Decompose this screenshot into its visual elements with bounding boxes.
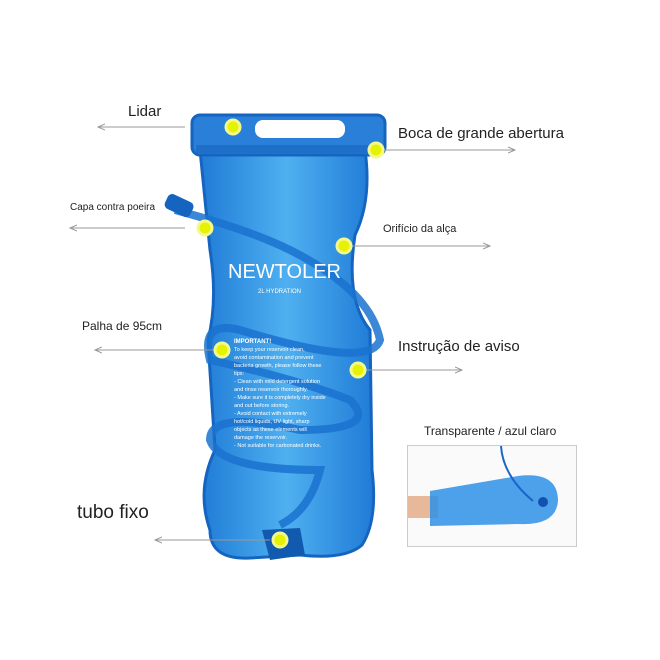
dot-tube xyxy=(271,531,289,549)
notice-line: and out before storing. xyxy=(234,403,290,409)
label-dust-cap: Capa contra poeira xyxy=(70,202,156,213)
label-handle: Lidar xyxy=(128,103,162,120)
label-warning: Instrução de aviso xyxy=(398,338,520,355)
callout-dots xyxy=(196,118,385,549)
mouth-clip xyxy=(196,145,382,153)
bite-valve xyxy=(164,194,194,218)
bag-notice-lines: To keep your reservoir clean, avoid conta… xyxy=(234,347,326,449)
notice-line: hot/cold liquids, UV light, sharp xyxy=(234,419,310,425)
notice-line: - Make sure it is completely dry inside xyxy=(234,395,326,401)
label-inset: Transparente / azul claro xyxy=(424,424,557,438)
label-straw: Palha de 95cm xyxy=(82,319,163,333)
drinking-tube xyxy=(173,206,385,529)
notice-line: objects as these elements will xyxy=(234,427,307,433)
notice-line: - Clean with mild detergent solution xyxy=(234,379,320,385)
dot-handle xyxy=(224,118,242,136)
bag-brand: NEWTOLER xyxy=(228,261,341,283)
bag-notice-title: IMPORTANT! xyxy=(234,339,271,345)
dot-cap xyxy=(196,219,214,237)
dot-mouth xyxy=(367,141,385,159)
label-wide-mouth: Boca de grande abertura xyxy=(398,125,564,142)
inset-bag xyxy=(430,475,558,526)
dot-hole xyxy=(335,237,353,255)
label-handle-hole: Orifício da alça xyxy=(383,223,457,235)
label-fixed-tube: tubo fixo xyxy=(77,502,149,523)
inset-valve xyxy=(538,497,548,507)
bag-subtitle: 2L HYDRATION xyxy=(258,289,301,295)
dot-straw xyxy=(213,341,231,359)
notice-line: tips: xyxy=(234,371,245,377)
notice-line: bacteria growth, please follow these xyxy=(234,363,321,369)
notice-line: To keep your reservoir clean, xyxy=(234,347,305,353)
handle-hole xyxy=(255,120,345,138)
notice-line: avoid contamination and prevent xyxy=(234,355,314,361)
notice-line: - Not suitable for carbonated drinks. xyxy=(234,443,322,449)
inset-tube xyxy=(500,446,534,502)
dot-warning xyxy=(349,361,367,379)
notice-line: damage the reservoir. xyxy=(234,435,288,441)
inset-photo xyxy=(407,445,577,547)
notice-line: - Avoid contact with extremely xyxy=(234,411,307,417)
callout-arrows xyxy=(70,127,515,540)
notice-line: and rinse reservoir thoroughly. xyxy=(234,387,308,393)
